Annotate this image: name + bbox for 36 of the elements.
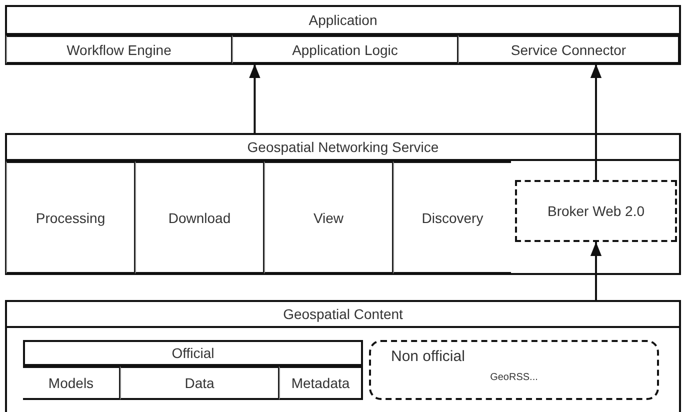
component-label: Processing: [34, 208, 106, 228]
arrow: [590, 242, 602, 300]
component-label: Application Logic: [291, 40, 399, 60]
service-box: [264, 161, 394, 274]
component-box: [6, 35, 233, 64]
layer-title: Official: [170, 344, 216, 363]
component-label: View: [312, 208, 345, 228]
content-box: [23, 366, 121, 400]
layer-title: Application: [308, 11, 378, 30]
component-box: [458, 35, 680, 64]
component-box: [232, 35, 459, 64]
broker-box: [515, 180, 677, 242]
service-box: [135, 161, 265, 274]
component-label: Broker Web 2.0: [546, 202, 646, 221]
arrow: [249, 64, 260, 133]
layer-title: Geospatial Content: [282, 305, 404, 324]
layer-box: [5, 300, 681, 412]
component-label: Data: [184, 374, 216, 393]
service-box: [393, 161, 511, 274]
component-label: Service Connector: [510, 40, 628, 60]
component-label: Metadata: [290, 374, 351, 393]
content-box: [279, 366, 363, 400]
component-label: Discovery: [420, 208, 484, 228]
component-label: Download: [167, 208, 232, 228]
layer-title: Geospatial Networking Service: [246, 138, 440, 157]
content-box: [23, 340, 363, 400]
component-label: Workflow Engine: [66, 40, 172, 60]
group-title: Non official: [391, 348, 465, 365]
content-box: [369, 340, 659, 400]
layer-box: [5, 5, 681, 65]
layer-box: [5, 133, 681, 275]
arrow: [590, 64, 602, 180]
example-list: GeoRSS...: [371, 372, 657, 383]
content-box: [120, 366, 280, 400]
component-label: Models: [47, 374, 95, 393]
service-box: [6, 161, 136, 274]
